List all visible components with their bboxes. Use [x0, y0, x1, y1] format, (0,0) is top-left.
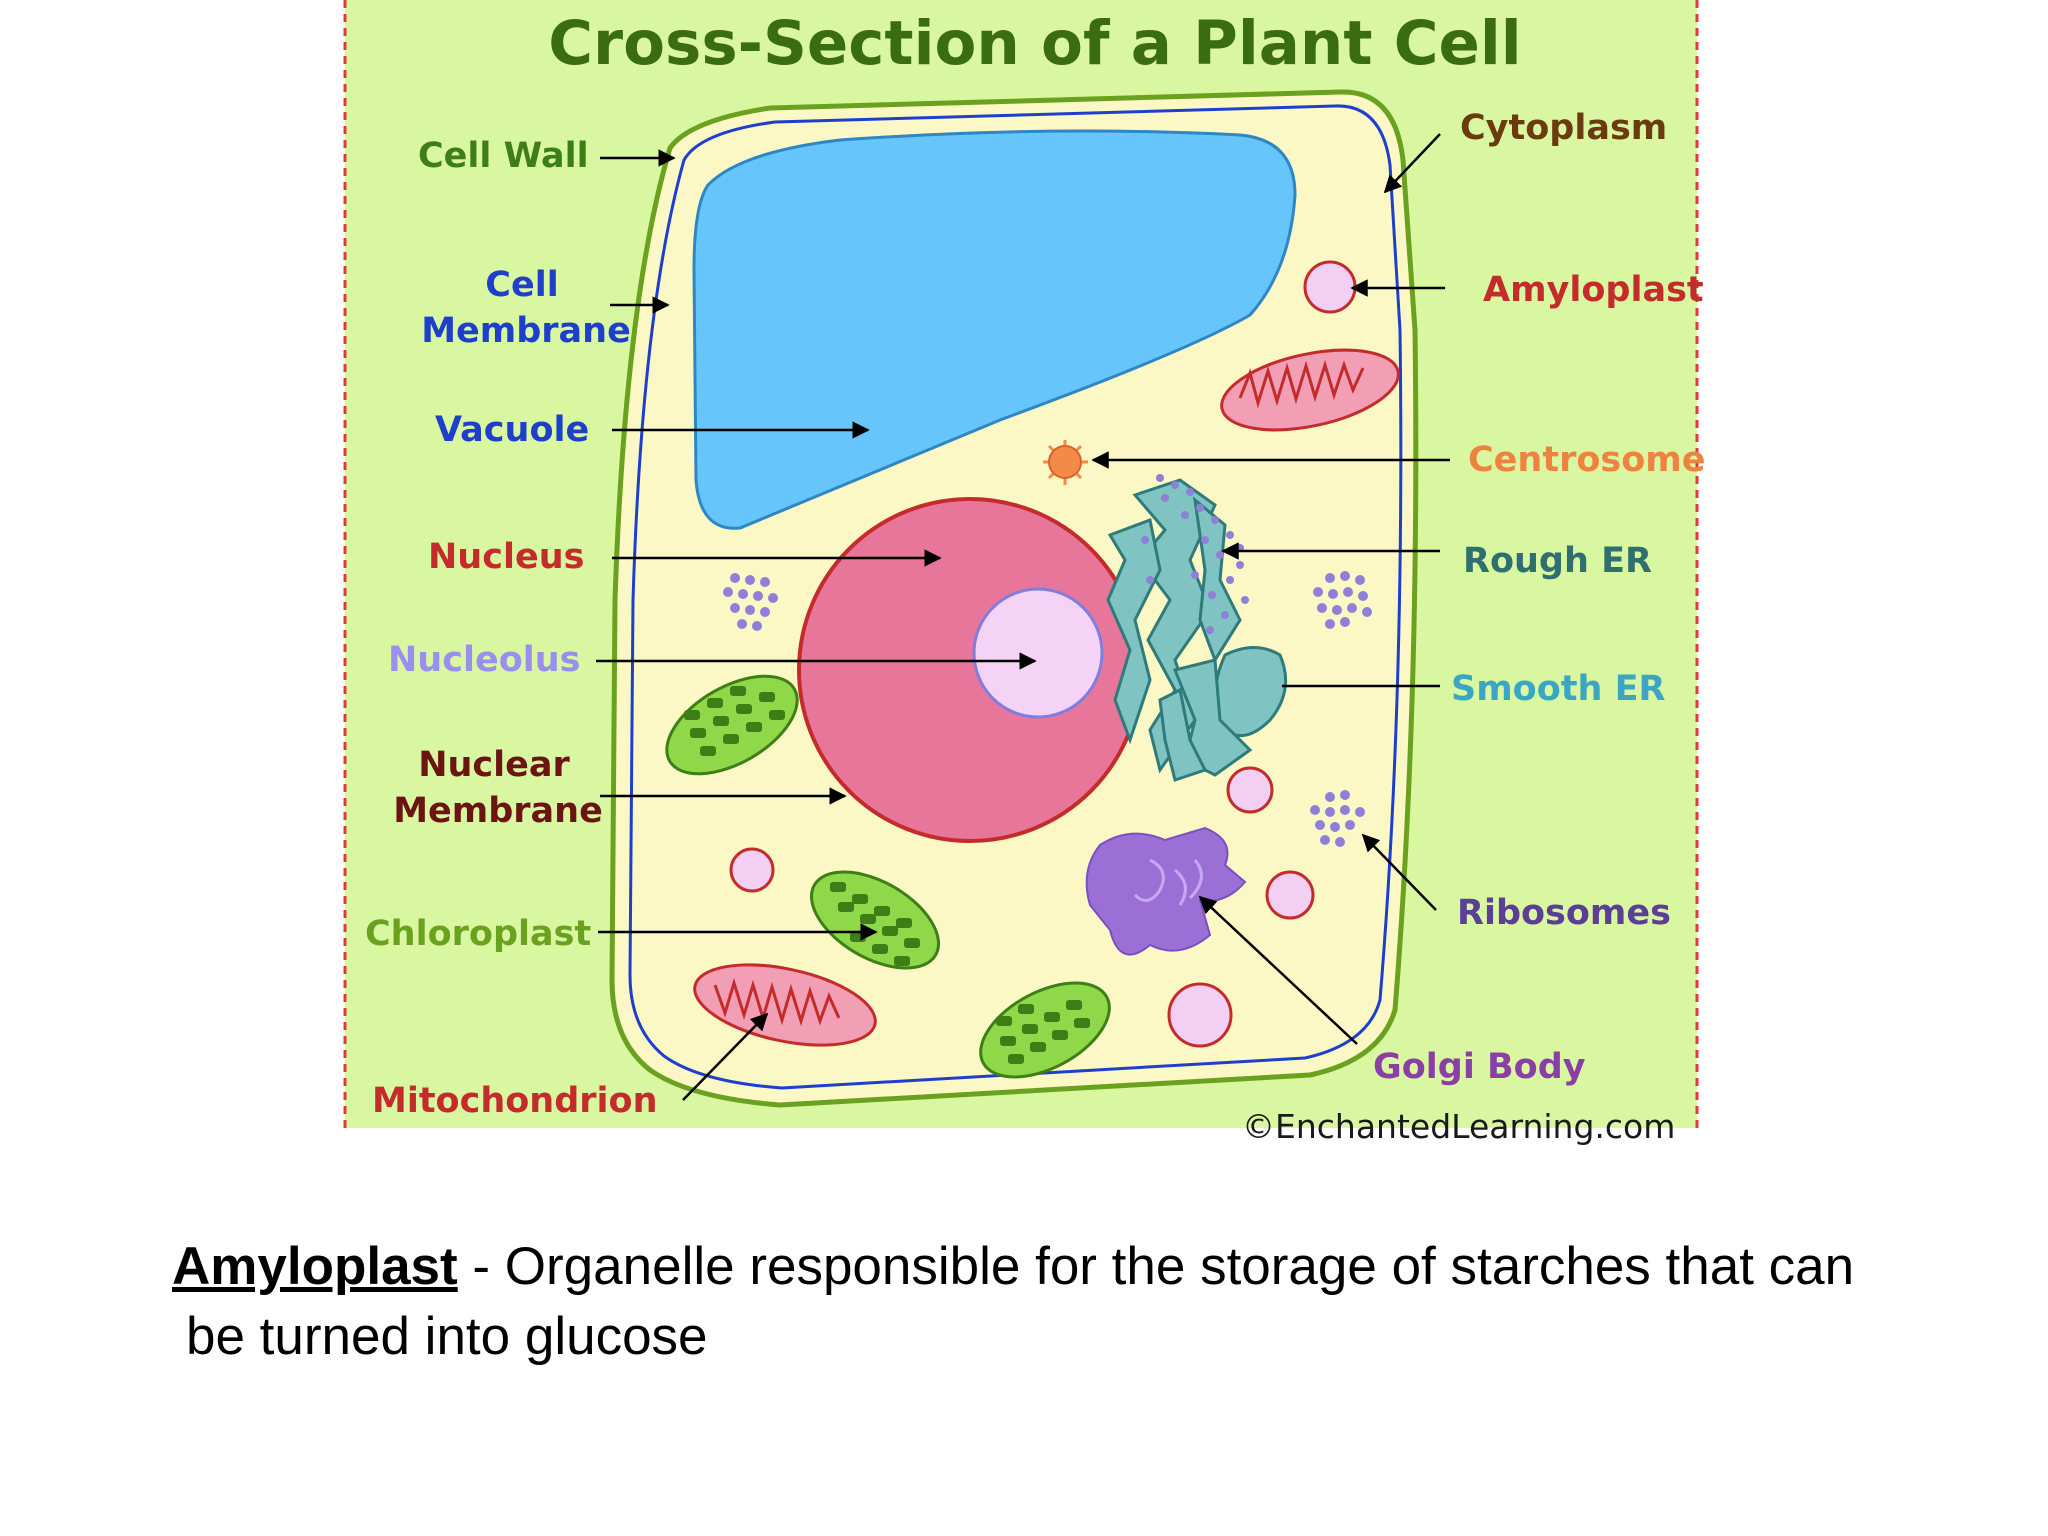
caption-definition-line2: be turned into glucose	[186, 1307, 708, 1366]
arrow-golgi-body	[1198, 895, 1358, 1045]
label-cell-wall: Cell Wall	[418, 136, 589, 176]
arrow-cytoplasm	[1383, 133, 1441, 194]
label-amyloplast: Amyloplast	[1483, 270, 1704, 310]
label-cell-membrane-line1: Cell	[485, 265, 558, 305]
label-nuclear-membrane-line1: Nuclear	[418, 745, 570, 785]
image-credit: ©EnchantedLearning.com	[1242, 1107, 1675, 1146]
centrosome	[1043, 440, 1088, 485]
label-centrosome: Centrosome	[1468, 440, 1705, 480]
amyloplast-mid-right	[1226, 766, 1274, 814]
ribosome-cluster-lower	[1310, 790, 1365, 847]
arrow-ribosomes	[1361, 833, 1437, 911]
label-mitochondrion: Mitochondrion	[372, 1081, 658, 1121]
ribosome-cluster-left	[723, 573, 778, 631]
label-smooth-er: Smooth ER	[1451, 669, 1666, 709]
label-golgi-body: Golgi Body	[1373, 1047, 1586, 1087]
amyloplast-bottom	[1167, 982, 1233, 1048]
slide-caption: Amyloplast - Organelle responsible for t…	[172, 1232, 2012, 1372]
label-cell-membrane-line2: Membrane	[421, 311, 631, 351]
diagram-title: Cross-Section of a Plant Cell	[548, 8, 1521, 79]
leader-lines	[596, 133, 1450, 1101]
label-ribosomes: Ribosomes	[1457, 893, 1671, 933]
mitochondrion-lower	[693, 963, 877, 1047]
rough-er	[1106, 474, 1249, 774]
chloroplast-bottom	[979, 981, 1111, 1079]
cell-membrane	[628, 104, 1403, 1090]
caption-definition-line1: - Organelle responsible for the storage …	[457, 1237, 1855, 1296]
caption-term: Amyloplast	[172, 1237, 458, 1296]
nucleolus	[972, 587, 1104, 719]
amyloplast-upper-right	[1303, 260, 1357, 314]
label-cytoplasm: Cytoplasm	[1460, 108, 1667, 148]
arrow-mitochondrion	[682, 1012, 769, 1101]
amyloplast-lower-right	[1265, 870, 1315, 920]
label-nuclear-membrane-line2: Membrane	[393, 791, 603, 831]
label-vacuole: Vacuole	[435, 410, 589, 450]
label-nucleolus: Nucleolus	[388, 640, 580, 680]
label-chloroplast: Chloroplast	[365, 914, 591, 954]
chloroplast-center	[809, 870, 941, 970]
amyloplast-left	[729, 847, 775, 893]
smooth-er	[1158, 646, 1288, 782]
golgi-body	[1085, 826, 1247, 956]
label-nucleus: Nucleus	[428, 537, 584, 577]
label-rough-er: Rough ER	[1463, 541, 1652, 581]
mitochondrion-upper	[1220, 348, 1400, 432]
ribosome-cluster-right	[1313, 571, 1372, 629]
chloroplast-left	[665, 674, 799, 776]
